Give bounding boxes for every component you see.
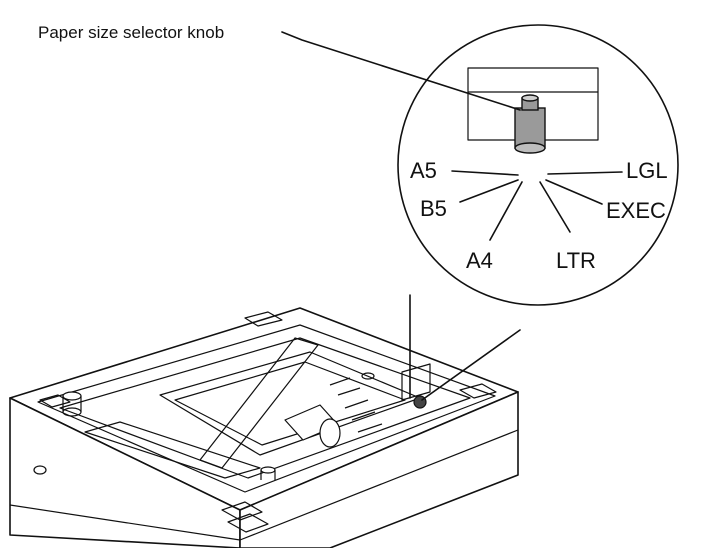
plate-stud — [361, 372, 375, 380]
knob-base — [514, 142, 546, 154]
tray-inner-frame-2 — [59, 337, 471, 479]
a4-line — [489, 181, 523, 241]
zoom-callout — [281, 24, 679, 401]
tray-rim-line-left — [9, 504, 241, 541]
bottom-stud-side — [260, 470, 276, 480]
size-label-ltr: LTR — [556, 248, 596, 273]
tray-rim-line-right — [239, 429, 519, 541]
left-post-side — [62, 396, 82, 412]
knob-icon — [514, 94, 546, 154]
zoom-cone-right — [421, 329, 521, 401]
a5-line — [451, 170, 519, 176]
paper-size-selector-knob-label: Paper size selector knob — [38, 23, 224, 42]
side-oval-mark — [33, 465, 47, 475]
knob-cap-top — [521, 94, 539, 102]
b5-line — [459, 179, 519, 203]
bottom-stud — [260, 466, 276, 474]
corner-pad-back — [244, 311, 283, 327]
plate-marks — [329, 377, 383, 433]
front-slot — [84, 421, 261, 479]
left-post-top — [62, 391, 82, 401]
size-label-a4: A4 — [466, 248, 493, 273]
paper-guide-inner — [174, 361, 406, 446]
tray-front-left-side — [9, 397, 241, 548]
corner-pad-front-2 — [227, 513, 269, 533]
ltr-line — [539, 181, 571, 233]
lgl-line — [547, 171, 623, 175]
size-label-lgl: LGL — [626, 158, 668, 183]
corner-pad-right — [459, 383, 497, 399]
knob-housing — [401, 363, 431, 401]
exec-line — [545, 179, 603, 205]
callout-leader-line — [281, 31, 521, 111]
tray-front-right-side — [239, 391, 519, 548]
size-label-a5: A5 — [410, 158, 437, 183]
roller-end — [319, 418, 341, 448]
corner-pad-front — [221, 501, 263, 521]
knob-body — [514, 107, 546, 149]
paper-tray-illustration — [9, 307, 519, 548]
size-label-b5: B5 — [420, 196, 447, 221]
left-post-base — [62, 407, 82, 417]
guide-arm — [199, 337, 319, 469]
corner-pad-left — [39, 394, 71, 408]
size-label-exec: EXEC — [606, 198, 666, 223]
